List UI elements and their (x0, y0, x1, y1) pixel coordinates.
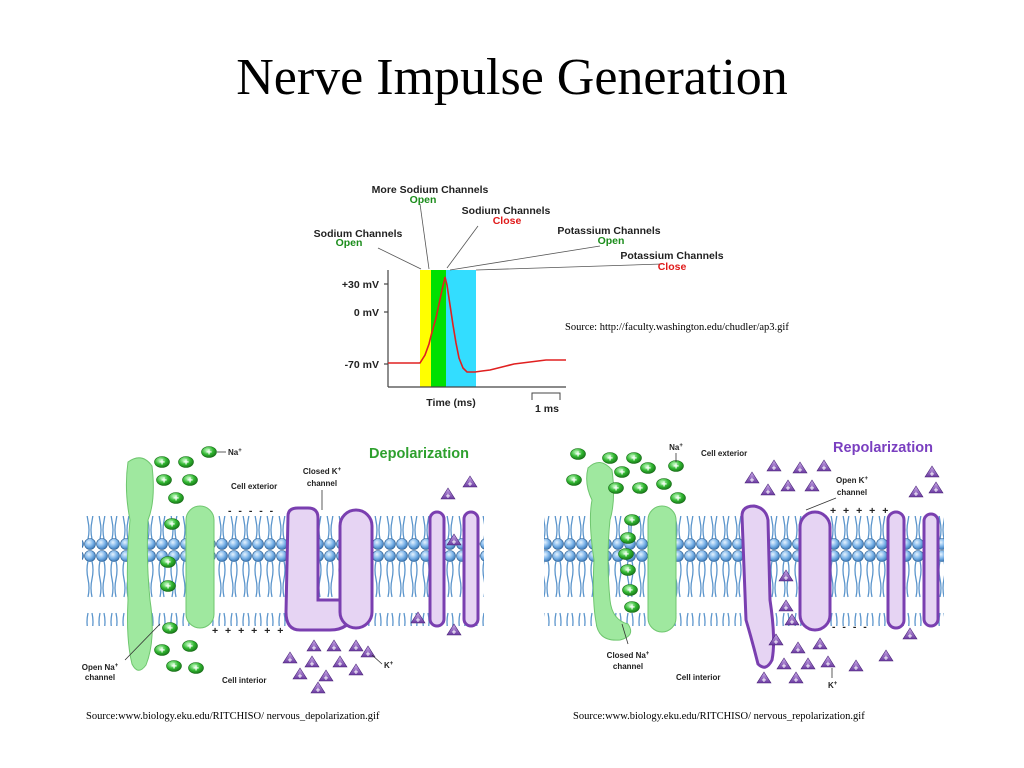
depolarization-title: Depolarization (369, 446, 469, 462)
green-channel-right (647, 505, 677, 633)
depol-source: Source:www.biology.eku.edu/RITCHISO/ ner… (86, 711, 380, 722)
repol-charges-top: + + + + + (830, 505, 890, 517)
action-potential-graph: More Sodium Channels Open Sodium Channel… (314, 184, 724, 415)
depol-open-na-label-2: channel (85, 673, 115, 682)
ap-source: Source: http://faculty.washington.edu/ch… (565, 322, 789, 333)
scale-bar (531, 392, 561, 400)
open-na-pointer (124, 623, 161, 661)
repol-open-k-label-2: channel (837, 488, 867, 497)
depol-charges-top: - - - - - (228, 505, 275, 517)
depol-charges-bottom: + + + + + + (212, 625, 285, 637)
purple-channel-right-b (462, 510, 480, 628)
depol-open-na-label-1: Open Na+ (82, 663, 119, 672)
depol-cell-interior: Cell interior (222, 676, 266, 685)
repol-charges-bottom: - - - - (832, 621, 869, 633)
repolarization-diagram: + + + + + + + - - - - Repolarization Na+ (544, 440, 944, 690)
slide-title: Nerve Impulse Generation (236, 49, 788, 106)
axes (384, 270, 566, 388)
annotation-sodium-open-state: Open (336, 237, 363, 249)
y-label-plus30: +30 mV (342, 279, 379, 291)
purple-channel-right-b (922, 512, 940, 628)
annotation-more-sodium-open-name: More Sodium Channels (372, 184, 489, 196)
band-cyan (446, 270, 476, 387)
y-label-zero: 0 mV (354, 307, 379, 319)
repol-cell-interior: Cell interior (676, 673, 720, 682)
depol-closed-k-label-2: channel (307, 479, 337, 488)
ap-trace (388, 276, 566, 373)
open-k-channel (740, 504, 776, 669)
pointer-lines (377, 203, 663, 271)
annotation-sodium-open-name: Sodium Channels (314, 228, 403, 240)
annotation-more-sodium-open-state: Open (410, 194, 437, 206)
depolarization-diagram: + + - - - - - + + + + + + Depolarization… (82, 446, 484, 695)
annotation-sodium-close-name: Sodium Channels (462, 205, 551, 217)
closed-na-channel (586, 462, 632, 641)
y-label-minus70: -70 mV (345, 359, 379, 371)
depol-na-label: Na+ (228, 448, 242, 457)
band-green (431, 270, 446, 387)
open-na-channel (125, 457, 154, 671)
annotation-potassium-open-state: Open (598, 235, 625, 247)
depol-k-label: K+ (384, 661, 394, 670)
repol-closed-na-label-1: Closed Na+ (607, 651, 650, 660)
annotation-potassium-open-name: Potassium Channels (557, 225, 660, 237)
scale-bar-label: 1 ms (535, 403, 559, 415)
purple-channel-mid (798, 510, 832, 632)
green-channel-right (185, 505, 215, 629)
purple-channel-right-a (428, 510, 446, 628)
open-k-pointer (805, 497, 837, 511)
repol-na-label: Na+ (669, 443, 683, 452)
annotation-sodium-close-state: Close (493, 215, 522, 227)
purple-channel-right-a (886, 510, 906, 630)
purple-channel-mid (338, 508, 374, 630)
repol-open-k-label-1: Open K+ (836, 476, 868, 485)
closed-na-pointer (621, 623, 629, 645)
annotation-potassium-close-state: Close (658, 261, 687, 273)
depol-closed-k-label-1: Closed K+ (303, 467, 342, 476)
repol-source: Source:www.biology.eku.edu/RITCHISO/ ner… (573, 711, 865, 722)
k-pointer (371, 654, 383, 665)
repol-cell-exterior: Cell exterior (701, 449, 747, 458)
x-axis-label: Time (ms) (426, 397, 475, 409)
annotation-potassium-close-name: Potassium Channels (620, 250, 723, 262)
repol-k-label: K+ (828, 681, 838, 690)
repol-closed-na-label-2: channel (613, 662, 643, 671)
band-yellow (420, 270, 431, 387)
depol-cell-exterior: Cell exterior (231, 482, 277, 491)
repolarization-title: Repolarization (833, 440, 933, 456)
